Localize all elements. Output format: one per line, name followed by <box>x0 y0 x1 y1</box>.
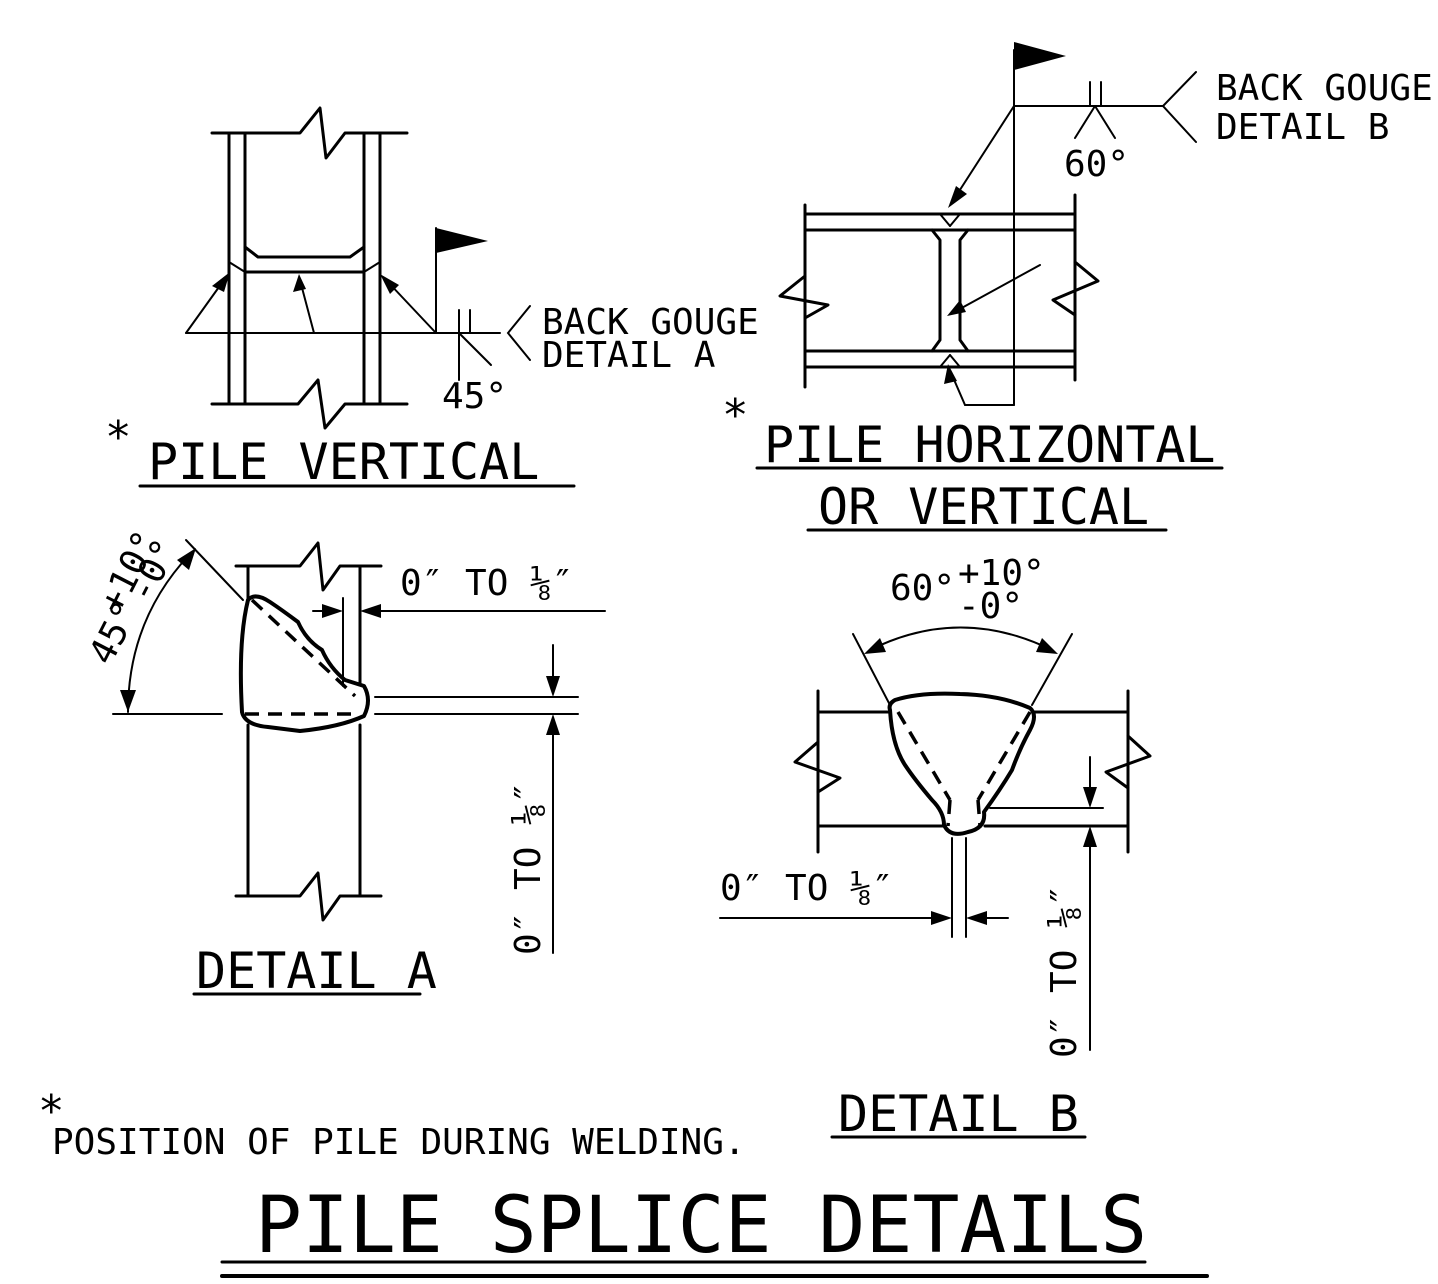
detail-b-angle-minus: -0° <box>958 586 1023 627</box>
field-weld-flag-b <box>1014 42 1066 70</box>
pv-callout-line1: BACK GOUGE <box>542 302 759 343</box>
detail-b-view: 60° +10° -0° 0″ TO ⅛″ 0″ TO ⅛″ DETAIL B <box>719 553 1152 1143</box>
detail-a-heading: DETAIL A <box>196 942 437 1000</box>
detail-b-angle-plus: +10° <box>958 553 1045 594</box>
ph-asterisk: * <box>722 390 749 441</box>
ph-heading-line1: PILE HORIZONTAL <box>764 416 1216 474</box>
top-break-line <box>210 106 409 160</box>
weld-tail-b <box>1161 71 1197 143</box>
field-weld-flag <box>436 228 488 253</box>
detail-a-weld-bead <box>238 594 370 733</box>
bottom-break-line <box>210 378 409 430</box>
detail-b-heading: DETAIL B <box>838 1085 1079 1143</box>
weld-tail <box>506 305 531 361</box>
ph-heading-line2: OR VERTICAL <box>818 478 1149 536</box>
pv-angle: 45° <box>442 376 507 417</box>
detail-a-depth-dim: 0″ TO ⅛″ <box>508 782 549 955</box>
ph-angle: 60° <box>1064 144 1129 185</box>
detail-b-angle-arc <box>869 626 1053 651</box>
ph-callout-line2: DETAIL B <box>1216 107 1389 148</box>
detail-b-right-break <box>1104 734 1152 790</box>
footnote-text: POSITION OF PILE DURING WELDING. <box>52 1122 746 1163</box>
detail-a-top-break <box>234 541 383 592</box>
detail-a-bottom-break <box>234 871 383 922</box>
ph-callout-line1: BACK GOUGE <box>1216 68 1433 109</box>
drawing-title: PILE SPLICE DETAILS <box>255 1181 1147 1271</box>
pv-asterisk: * <box>105 412 132 463</box>
detail-a-view: 45° +10° -0° 0″ TO ⅛″ 0″ TO ⅛″ DETAIL A <box>81 524 606 1000</box>
detail-a-gap-dim: 0″ TO ⅛″ <box>400 563 573 604</box>
pile-horizontal-view: BACK GOUGE DETAIL B 60° * PILE HORIZONTA… <box>722 42 1433 536</box>
footnote-asterisk: * <box>38 1086 65 1137</box>
detail-b-angle-main: 60° <box>890 568 955 609</box>
detail-b-gap-dim: 0″ TO ⅛″ <box>720 868 893 909</box>
right-break-line <box>1051 260 1100 317</box>
detail-b-weld-bead <box>887 691 1036 836</box>
pv-callout-line2: DETAIL A <box>542 335 716 376</box>
detail-b-depth-dim: 0″ TO ⅛″ <box>1044 885 1085 1058</box>
left-break-line <box>778 274 830 320</box>
pv-heading: PILE VERTICAL <box>148 433 539 491</box>
detail-b-left-break <box>793 740 842 794</box>
pile-vertical-view: BACK GOUGE DETAIL A 45° * PILE VERTICAL <box>105 106 759 491</box>
